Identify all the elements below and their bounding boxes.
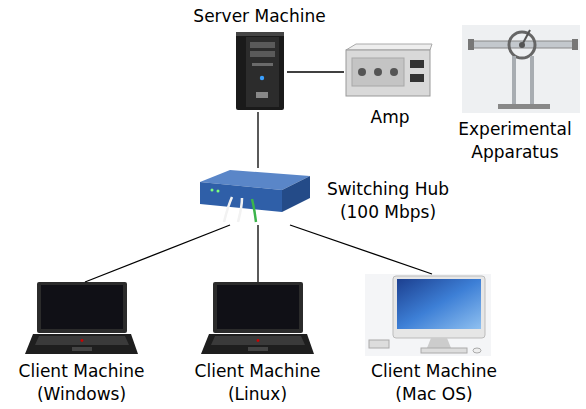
laptop-screen [217,285,299,329]
laptop-keyboard [35,336,129,345]
device-label: Client Machine (Mac OS) [359,360,509,406]
device-label: Client Machine (Windows) [7,360,157,406]
device-label: Switching Hub (100 Mbps) [318,178,458,224]
tower-top [236,32,284,36]
wheel-arm [522,30,530,45]
client-box: Client Machine (Linux) [201,282,314,356]
device-label: Client Machine (Linux) [183,360,333,406]
drive-bay [250,51,275,57]
hub-side [282,176,310,212]
device-label: Experimental Apparatus [450,118,580,164]
keyboard [421,348,467,353]
cable [238,198,242,222]
beam-end [572,39,578,50]
laptop-base [201,334,314,354]
amp-connector [410,74,424,82]
server-tower [236,32,284,110]
floppy-slot [252,63,273,66]
tower-body [236,32,284,110]
post [512,56,516,106]
laptop-base [25,334,138,354]
hub-light [217,190,220,193]
post [530,56,534,106]
beam-end [468,39,474,50]
photo-ground [462,25,580,113]
photo-ground [365,274,491,356]
laptop-screen [41,285,123,329]
laptop-bezel [37,282,127,333]
network-cable [287,71,344,72]
amp-knob [374,68,382,76]
touchpad [248,347,268,351]
power-light [260,76,264,80]
network-cable [290,225,432,274]
client-box: Client Machine (Mac OS) [365,274,491,356]
touchpad [72,347,92,351]
amplifier-box: Amp [344,44,432,100]
network-cable [85,225,230,282]
imac [365,274,491,356]
server-machine: Server Machine [232,30,287,112]
trackpoint [257,339,260,342]
imac-frame [393,276,485,338]
mac-mini [369,340,389,348]
hub-box: Switching Hub (100 Mbps) [198,168,310,225]
device-label: Amp [371,106,410,129]
amp-body [346,50,430,96]
experimental-apparatus [462,25,580,113]
apparatus-box: Experimental Apparatus [462,25,580,113]
tower-badge [256,92,268,98]
laptop [25,282,138,354]
base [498,104,550,109]
imac-stand [427,338,451,348]
amp-top [346,44,432,50]
amp-knob [390,68,398,76]
client-box: Client Machine (Windows) [25,282,138,356]
mouse [473,348,481,353]
network-cable [257,112,258,168]
laptop [201,282,314,354]
device-label: Server Machine [193,5,325,28]
laptop-keyboard [211,336,305,345]
amp-panel [352,58,404,86]
cable [252,199,256,222]
drive-bay [250,42,275,48]
network-cable [257,225,258,282]
hub-light [211,189,214,192]
cable [224,197,232,222]
switching-hub [200,170,310,222]
imac-screen [397,279,481,329]
laptop-bezel [213,282,303,333]
tower-front [246,37,279,107]
amplifier [346,44,432,96]
amp-connector [410,60,424,68]
amp-knob [358,68,366,76]
trackpoint [81,339,84,342]
